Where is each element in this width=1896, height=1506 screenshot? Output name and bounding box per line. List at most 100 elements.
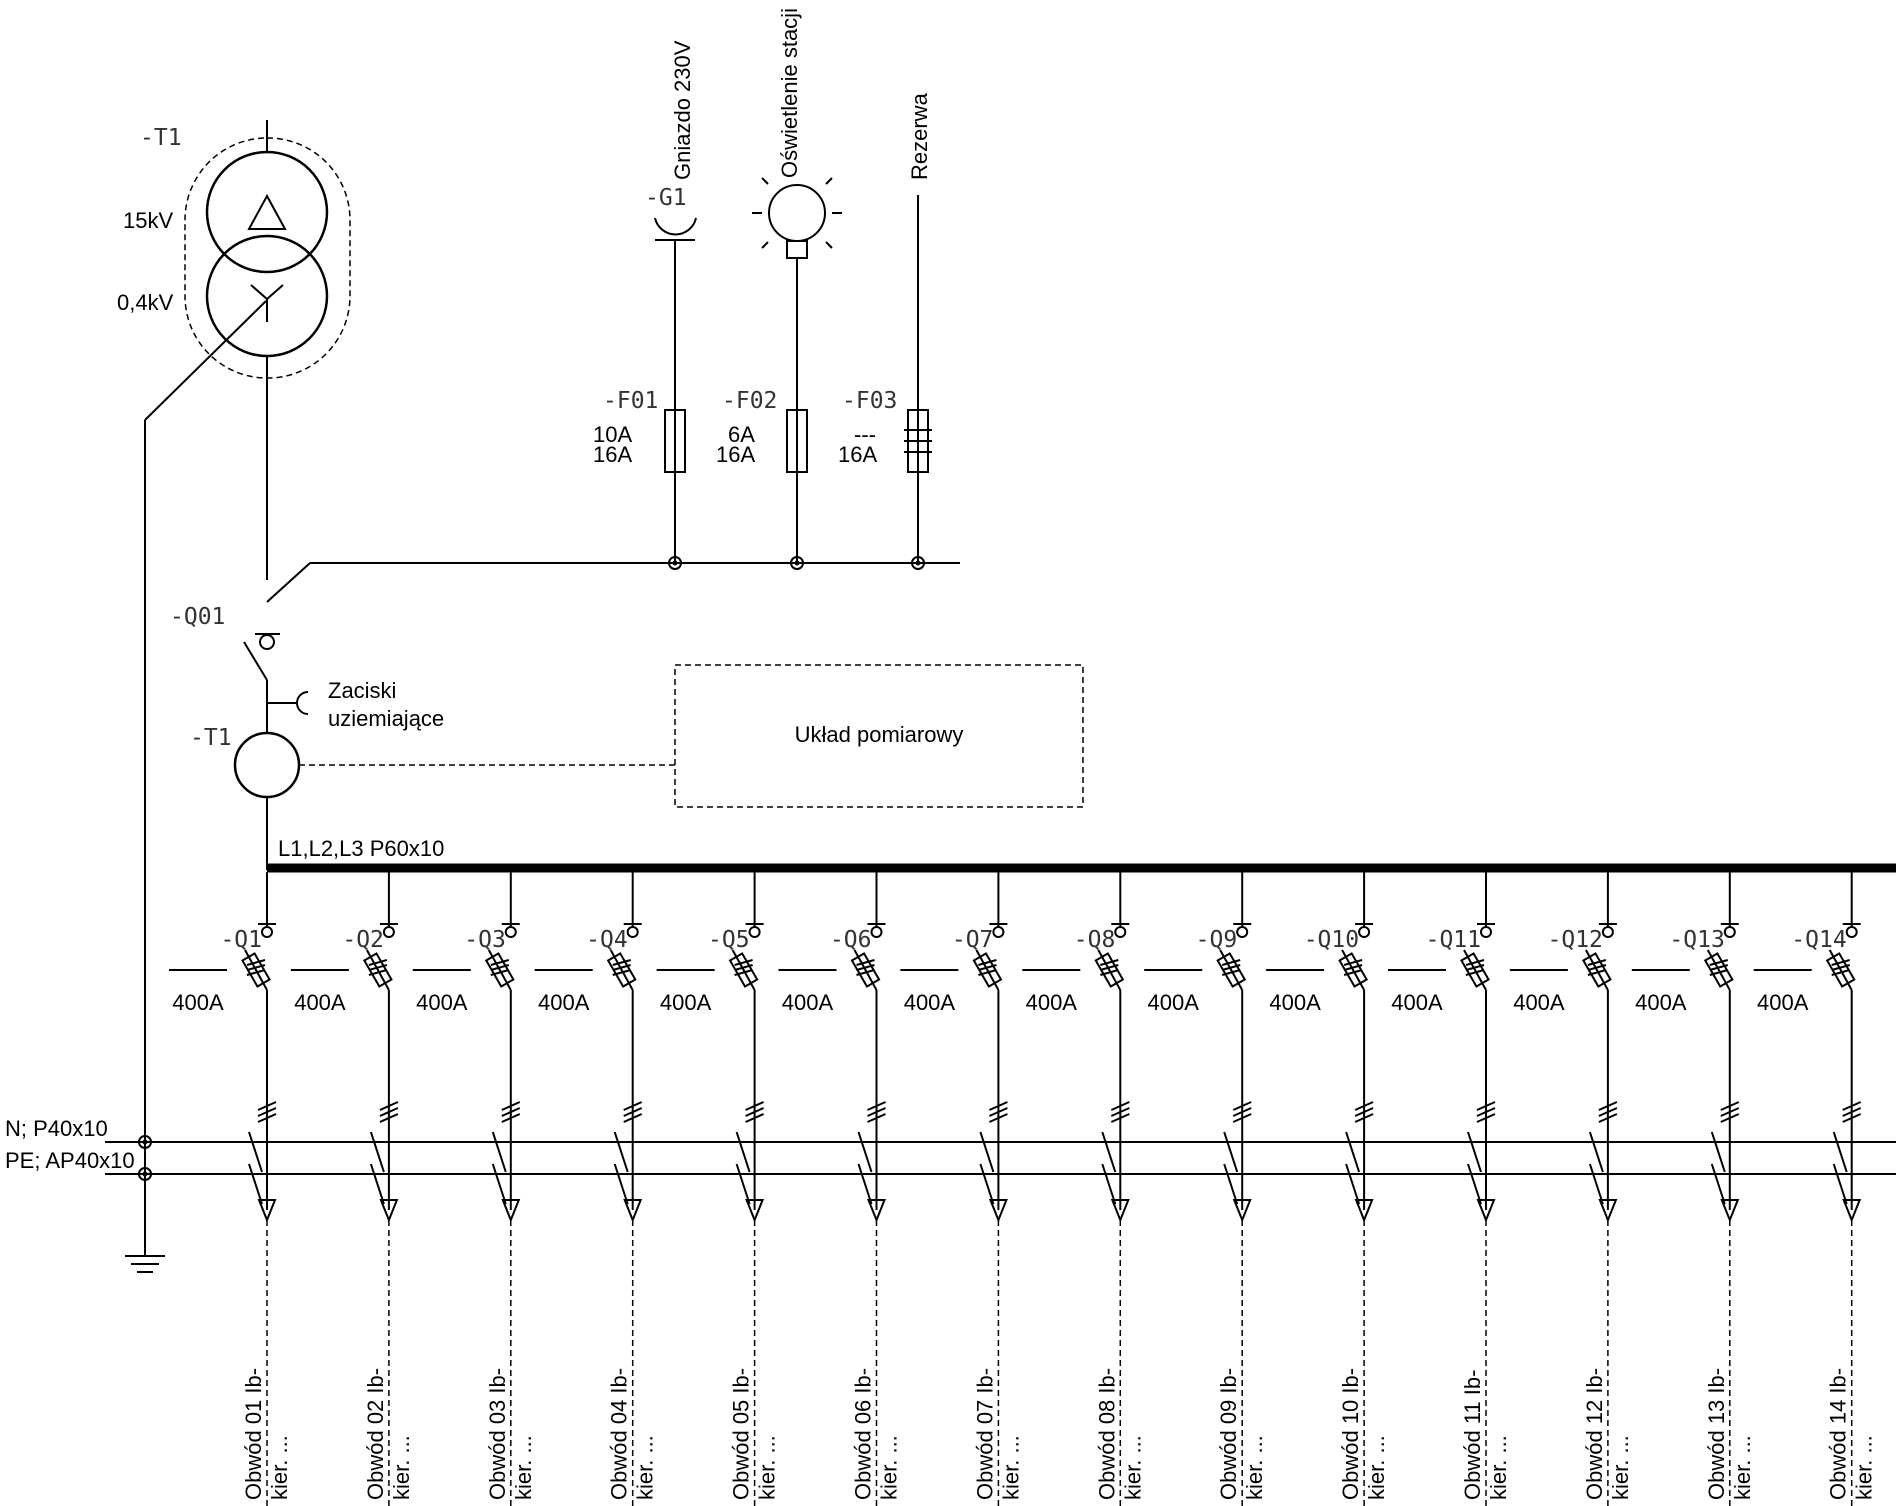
- feeder-direction-label: kier. ...: [389, 1435, 414, 1500]
- fuse-mark: [246, 969, 266, 976]
- spare-label: Rezerwa: [907, 92, 932, 180]
- phase-tick: [1110, 1107, 1130, 1117]
- earthing-terminals: Zaciski uziemiające: [267, 678, 444, 731]
- arrow-down-icon: [257, 1199, 277, 1223]
- feeder-tag: -Q5: [708, 927, 750, 953]
- power-transformer: -T1 15kV 0,4kV: [117, 120, 351, 580]
- fuse-mark: [1709, 964, 1729, 971]
- switch-contact-icon: [1358, 926, 1371, 938]
- feeder-rating: 400A: [172, 990, 224, 1015]
- phase-tick: [1110, 1101, 1130, 1111]
- fuse-f03-rating-2: 16A: [838, 442, 877, 467]
- feeder-tag: -Q7: [952, 927, 994, 953]
- fuse-mark: [612, 964, 631, 971]
- phase-tick: [1110, 1113, 1130, 1123]
- fuse-mark: [734, 969, 753, 976]
- feeder-circuit-label: Obwód 08 Ib-: [1094, 1368, 1119, 1500]
- fuse-mark: [1587, 964, 1607, 971]
- fuse-mark: [856, 964, 875, 971]
- n-tap: [1467, 1131, 1482, 1173]
- fuse-f02-tag: -F02: [722, 388, 777, 414]
- arrow-down-icon: [745, 1199, 765, 1223]
- feeder-circuit-label: Obwód 01 Ib-: [241, 1368, 266, 1500]
- fuse-mark: [368, 964, 388, 971]
- switch-blade: [243, 641, 268, 681]
- pe-tap: [613, 1163, 629, 1205]
- phase-tick: [988, 1113, 1008, 1123]
- fuse-mark: [1831, 959, 1850, 966]
- fuse-mark: [734, 959, 753, 966]
- pe-tap: [735, 1163, 751, 1205]
- pe-tap: [1467, 1163, 1482, 1205]
- socket-label: Gniazdo 230V: [670, 40, 695, 180]
- feeder-tag: -Q12: [1548, 927, 1603, 953]
- switch-contact-icon: [626, 926, 639, 938]
- current-transformer: -T1: [190, 725, 675, 870]
- arrow-down-icon: [1842, 1199, 1862, 1223]
- arrow-down-icon: [1476, 1199, 1496, 1223]
- feeder-rating: 400A: [538, 990, 590, 1015]
- feeder-tag: -Q14: [1791, 927, 1846, 953]
- lamp-icon: [752, 177, 842, 259]
- phase-tick: [623, 1101, 643, 1111]
- fuse-mark: [1831, 969, 1850, 976]
- n-tap: [735, 1131, 751, 1173]
- phase-tick: [867, 1107, 886, 1117]
- feeder-circuit-label: Obwód 06 Ib-: [851, 1368, 876, 1500]
- feeder-circuit-label: Obwód 13 Ib-: [1704, 1368, 1729, 1500]
- n-tap: [491, 1131, 507, 1173]
- socket-tag: -G1: [645, 185, 687, 211]
- pe-tap: [1710, 1163, 1726, 1205]
- pe-tap: [1345, 1163, 1361, 1205]
- metering-box: Układ pomiarowy: [674, 664, 1084, 808]
- feeder-rating: 400A: [1148, 990, 1200, 1015]
- phase-tick: [867, 1113, 886, 1123]
- metering-label: Układ pomiarowy: [795, 722, 964, 747]
- pe-tap: [248, 1163, 263, 1205]
- pe-tap: [1588, 1163, 1604, 1205]
- feeder-direction-label: kier. ...: [1486, 1435, 1511, 1500]
- fuse-f01: [664, 409, 686, 473]
- earthing-label-2: uziemiające: [328, 706, 444, 731]
- feeder-rating: 400A: [416, 990, 468, 1015]
- phase-tick: [1842, 1107, 1862, 1117]
- switch-contact-icon: [1480, 926, 1492, 938]
- phase-tick: [1720, 1113, 1740, 1123]
- n-tap: [1710, 1131, 1726, 1173]
- aux-circuit-socket: -F01 10A 16A -G1 Gniazdo 230V: [593, 40, 697, 570]
- fuse-mark: [368, 969, 388, 976]
- fuse-mark: [612, 969, 631, 976]
- arrow-down-icon: [1720, 1199, 1740, 1223]
- fuse-mark: [490, 959, 510, 966]
- feeder-tag: -Q2: [342, 927, 384, 953]
- phase-tick: [745, 1113, 765, 1123]
- feeder-rating: 400A: [1757, 990, 1809, 1015]
- n-tap: [1223, 1131, 1239, 1173]
- transformer-hv-winding: [205, 150, 329, 274]
- transformer-lv-label: 0,4kV: [117, 290, 174, 315]
- main-switch: -Q01: [170, 604, 280, 733]
- phase-tick: [1476, 1107, 1496, 1117]
- arrow-down-icon: [501, 1199, 521, 1223]
- fuse-mark: [1221, 959, 1241, 966]
- n-tap: [979, 1131, 995, 1173]
- fuse-mark: [1709, 969, 1729, 976]
- phase-tick: [1354, 1113, 1374, 1123]
- arrow-down-icon: [988, 1199, 1008, 1223]
- fuse-mark: [1100, 969, 1119, 976]
- phase-tick: [745, 1101, 765, 1111]
- fuse-f02: [786, 409, 808, 473]
- switch-contact-icon: [992, 926, 1005, 938]
- phase-tick: [1842, 1101, 1862, 1111]
- phase-tick: [1720, 1101, 1740, 1111]
- feeder-direction-label: kier. ...: [877, 1435, 902, 1500]
- fuse-f01-rating-2: 16A: [593, 442, 632, 467]
- earthing-label-1: Zaciski: [328, 678, 396, 703]
- feeder-rating: 400A: [1391, 990, 1443, 1015]
